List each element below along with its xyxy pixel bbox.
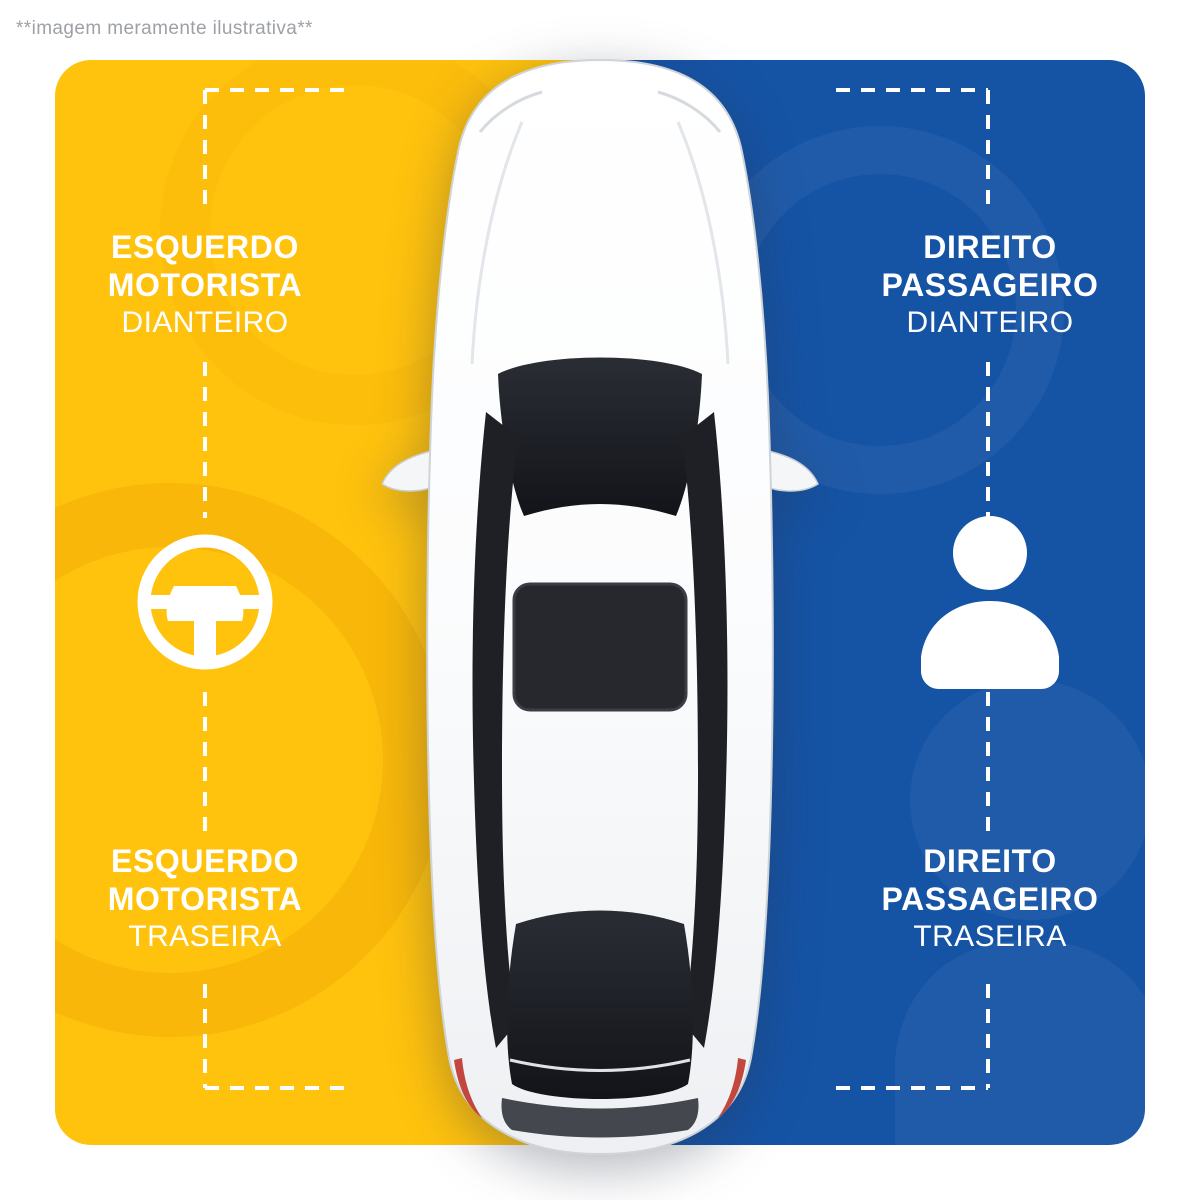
label-front-right: DIREITO PASSAGEIRO DIANTEIRO: [820, 228, 1160, 342]
steering-wheel-icon: [137, 534, 273, 670]
label-front-left: ESQUERDO MOTORISTA DIANTEIRO: [35, 228, 375, 342]
label-rear-right: DIREITO PASSAGEIRO TRASEIRA: [820, 842, 1160, 956]
label-line: PASSAGEIRO: [881, 881, 1099, 917]
car-side-glass-right: [682, 412, 728, 1048]
car-rear-window: [507, 910, 693, 1099]
label-line: DIREITO: [923, 843, 1057, 879]
car-top-view-image: [381, 58, 819, 1156]
label-line: MOTORISTA: [107, 881, 303, 917]
label-rear-left: ESQUERDO MOTORISTA TRASEIRA: [35, 842, 375, 956]
label-line: ESQUERDO: [111, 229, 299, 265]
label-line: DIANTEIRO: [121, 306, 289, 339]
disclaimer-text: **imagem meramente ilustrativa**: [16, 18, 313, 39]
car-side-glass-left: [472, 412, 518, 1048]
label-line: MOTORISTA: [107, 267, 303, 303]
passenger-icon: [921, 516, 1059, 689]
car-sunroof: [512, 582, 688, 712]
label-line: TRASEIRA: [128, 920, 282, 953]
label-line: PASSAGEIRO: [881, 267, 1099, 303]
label-line: TRASEIRA: [913, 920, 1067, 953]
car-taillight-left: [454, 1058, 482, 1118]
car-rear-bumper: [501, 1098, 699, 1138]
label-line: DIREITO: [923, 229, 1057, 265]
car-windshield: [498, 357, 702, 516]
car-taillight-right: [718, 1058, 746, 1118]
label-line: DIANTEIRO: [906, 306, 1074, 339]
watermark-person: [696, 126, 1145, 1145]
label-line: ESQUERDO: [111, 843, 299, 879]
